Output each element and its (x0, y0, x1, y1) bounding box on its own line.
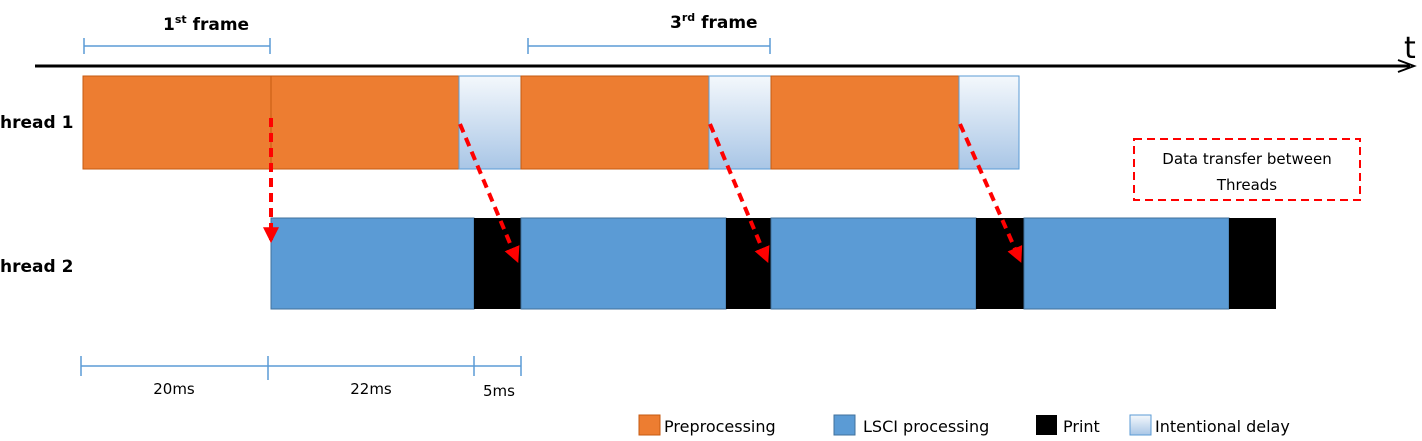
duration-dimensions (80, 356, 522, 380)
intentional-delay-block (708, 75, 772, 170)
data-transfer-annotation: Data transfer between Threads (1133, 138, 1361, 201)
time-axis-label: t (1404, 31, 1416, 66)
frame-3-label: 3rd frame (670, 11, 758, 33)
legend: Preprocessing LSCI processing Print Inte… (638, 414, 1290, 436)
svg-text:Preprocessing: Preprocessing (664, 417, 776, 436)
transfer-arrow (458, 123, 520, 263)
svg-text:LSCI processing: LSCI processing (863, 417, 989, 436)
annotation-line-1: Data transfer between (1162, 150, 1331, 168)
svg-text:Intentional delay: Intentional delay (1155, 417, 1290, 436)
lsci-block (1023, 217, 1230, 310)
print-block (976, 218, 1024, 309)
thread-1-label: hread 1 (0, 113, 73, 133)
frame-1-label: 1st frame (163, 13, 249, 35)
preprocessing-block (82, 75, 272, 170)
frame-marker-1: 1st frame (83, 13, 271, 54)
intentional-delay-block (958, 75, 1020, 170)
duration-5ms: 5ms (483, 382, 515, 400)
frame-marker-3: 3rd frame (527, 11, 771, 54)
svg-text:Print: Print (1063, 417, 1100, 436)
print-block (726, 218, 771, 309)
lsci-block (770, 217, 977, 310)
thread-2-track (270, 217, 1276, 310)
legend-item-preprocessing: Preprocessing (638, 414, 776, 436)
print-block (1229, 218, 1276, 309)
time-axis: t (35, 31, 1417, 73)
intentional-delay-block (458, 75, 522, 170)
transfer-arrow (958, 123, 1023, 263)
annotation-line-2: Threads (1216, 176, 1277, 194)
transfer-arrow (708, 123, 770, 263)
thread-1-track (82, 75, 1020, 170)
thread-2-label: hread 2 (0, 257, 73, 277)
data-transfer-arrows (263, 118, 1023, 263)
lsci-block (270, 217, 475, 310)
legend-item-lsci: LSCI processing (833, 414, 989, 436)
print-block (474, 218, 521, 309)
preprocessing-block (520, 75, 710, 170)
legend-item-print: Print (1036, 415, 1100, 436)
duration-22ms: 22ms (350, 380, 392, 398)
duration-20ms: 20ms (153, 380, 195, 398)
legend-item-delay: Intentional delay (1129, 414, 1290, 436)
lsci-block (520, 217, 727, 310)
preprocessing-block (270, 75, 460, 170)
preprocessing-block (770, 75, 960, 170)
